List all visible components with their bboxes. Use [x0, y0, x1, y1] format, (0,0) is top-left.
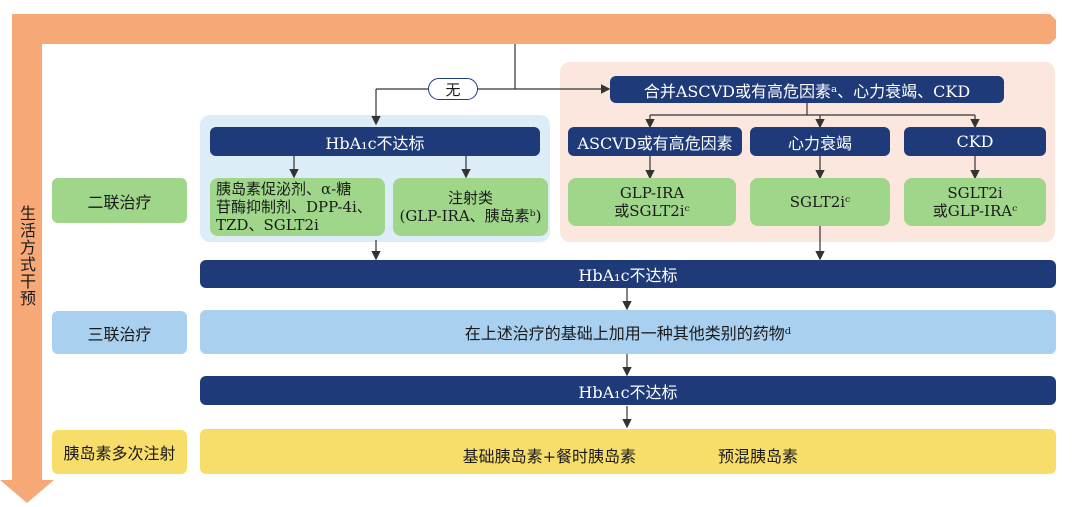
insulin-left-text: 基础胰岛素+餐时胰岛素 [462, 447, 636, 466]
oral-drugs-line-1: 胰岛素促泌剂、α-糖 [216, 180, 352, 198]
triple-therapy-box: 在上述治疗的基础上加用一种其他类别的药物ᵈ [200, 310, 1056, 354]
heart-failure-rx-box: SGLT2iᶜ [750, 178, 890, 226]
injectables-box: 注射类 (GLP-IRA、胰岛素ᵇ) [393, 178, 548, 236]
injectables-line-2: (GLP-IRA、胰岛素ᵇ) [399, 207, 542, 225]
ckd-rx-line-2: 或GLP-IRAᶜ [932, 202, 1018, 220]
heart-failure-header: 心力衰竭 [750, 127, 890, 156]
insulin-box [200, 429, 1056, 474]
ascvd-header: ASCVD或有高危因素 [568, 127, 742, 156]
hba1c-not-met-1: HbA₁c不达标 [210, 127, 540, 156]
ckd-rx-line-1: SGLT2i [947, 184, 1003, 202]
no-comorbidity-pill: 无 [428, 78, 478, 100]
triple-therapy-label: 三联治疗 [52, 311, 187, 354]
ascvd-rx-line-1: GLP-IRA [619, 184, 685, 202]
insulin-right-text: 预混胰岛素 [718, 447, 799, 466]
ckd-header: CKD [904, 127, 1046, 156]
dual-therapy-label: 二联治疗 [52, 178, 187, 223]
ascvd-rx-line-2: 或SGLT2iᶜ [614, 202, 690, 220]
comorbidity-header: 合并ASCVD或有高危因素ᵃ、心力衰竭、CKD [610, 76, 1004, 103]
ckd-rx-box: SGLT2i 或GLP-IRAᶜ [904, 178, 1046, 226]
lifestyle-label: 生活方式干预 [17, 205, 36, 307]
hba1c-not-met-3: HbA₁c不达标 [200, 376, 1056, 405]
insulin-label: 胰岛素多次注射 [52, 430, 187, 474]
injectables-line-1: 注射类 [447, 189, 493, 207]
hba1c-not-met-2: HbA₁c不达标 [200, 260, 1056, 288]
oral-drugs-line-3: TZD、SGLT2i [216, 216, 319, 234]
oral-drugs-line-2: 苷酶抑制剂、DPP-4i、 [216, 198, 372, 216]
oral-drugs-box: 胰岛素促泌剂、α-糖 苷酶抑制剂、DPP-4i、 TZD、SGLT2i [210, 178, 385, 236]
ascvd-rx-box: GLP-IRA 或SGLT2iᶜ [568, 178, 736, 226]
